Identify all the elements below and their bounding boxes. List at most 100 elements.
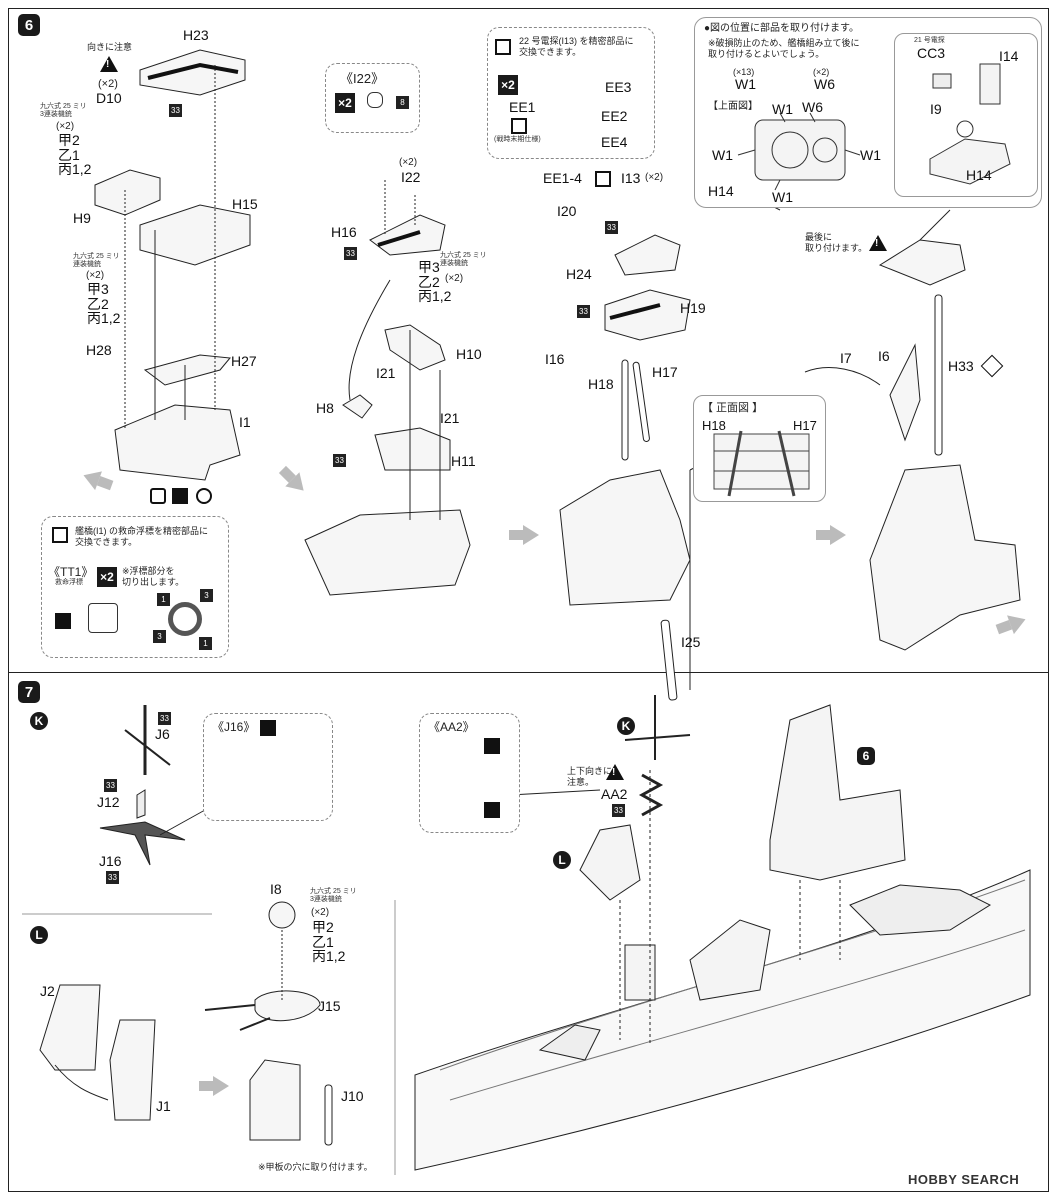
part-w1: W1	[735, 76, 756, 92]
part-j10: J10	[341, 1088, 364, 1104]
w6-qty: (×2)	[813, 67, 830, 77]
part-ee2: EE2	[601, 108, 628, 124]
last-note: 最後に 取り付けます。	[805, 232, 868, 253]
part-h14: H14	[966, 167, 992, 183]
direction-arrow	[509, 525, 539, 545]
part-ee4: EE4	[601, 134, 628, 150]
top-view-w1-a: W1	[772, 101, 793, 117]
h11-part	[374, 427, 451, 471]
part-badge-33: 33	[104, 779, 117, 792]
part-i7: I7	[840, 350, 852, 366]
top-view-h14: H14	[708, 183, 734, 199]
part-h24: H24	[566, 266, 592, 282]
top-view-w1-c: W1	[860, 147, 881, 163]
part-j2: J2	[40, 983, 55, 999]
part-i6: I6	[878, 348, 890, 364]
j1-part	[109, 1019, 156, 1121]
part-j15: J15	[318, 998, 341, 1014]
i8-part	[268, 901, 296, 929]
part-i14: I14	[999, 48, 1019, 64]
part-i25: I25	[681, 634, 701, 650]
part-i22: I22	[401, 169, 421, 185]
part-h17: H17	[652, 364, 678, 380]
part-w6: W6	[814, 76, 835, 92]
part-badge-33: 33	[158, 712, 171, 725]
battleship-hull	[414, 869, 1031, 1171]
photo-etch-icon	[55, 613, 71, 629]
tt1-cut-note: ※浮標部分を 切り出します。	[122, 566, 185, 587]
i22-qty: (×2)	[399, 157, 418, 168]
step7-bridge	[769, 704, 906, 881]
watermark: HOBBY SEARCH	[908, 1172, 1020, 1187]
aa-gun-label-top: 九六式 25 ミリ 3連装機銃	[40, 103, 87, 119]
j2-part	[39, 984, 101, 1071]
part-j16: J16	[99, 853, 122, 869]
part-h28: H28	[86, 342, 112, 358]
h23-part	[139, 49, 246, 96]
part-aa2: AA2	[601, 786, 628, 802]
front-view-h18: H18	[702, 418, 726, 433]
part-h16: H16	[331, 224, 357, 240]
i1-part	[114, 404, 241, 481]
aa-gun-label-l: 九六式 25 ミリ 3連装機銃	[310, 888, 357, 904]
part-badge-33: 33	[169, 104, 182, 117]
aa-gun-label-c: 九六式 25 ミリ 連装機銃	[440, 252, 487, 268]
wartime-note: (戦時末期仕様)	[494, 136, 541, 143]
i22-title: 《I22》	[340, 71, 385, 86]
color-1: 1	[157, 593, 170, 606]
aa-top-parts: 甲2 乙1 丙1,2	[58, 132, 92, 178]
direction-arrow	[816, 525, 846, 545]
part-i9: I9	[930, 101, 942, 117]
h9-part	[94, 169, 161, 216]
part-h19: H19	[680, 300, 706, 316]
part-i21-b: I21	[440, 410, 460, 426]
sub-assembly-k-marker: K	[617, 717, 635, 735]
part-h23: H23	[183, 27, 209, 43]
radar21-label: 21 号電探	[914, 37, 945, 44]
d10-qty: (×2)	[98, 78, 118, 90]
photo-etch-icon	[260, 720, 276, 736]
part-h8: H8	[316, 400, 334, 416]
detail-box-aa2	[419, 713, 520, 833]
aa-gun-label-mid: 九六式 25 ミリ 連装機銃	[73, 253, 120, 269]
upgrade-icon	[595, 171, 611, 187]
h8-part	[342, 394, 373, 419]
qty-x2-badge: ×2	[498, 75, 518, 95]
part-cc3: CC3	[917, 45, 946, 61]
front-view-box	[693, 395, 826, 502]
part-i8: I8	[270, 881, 282, 897]
h17-part	[632, 361, 650, 442]
step6-hull-b	[559, 469, 691, 606]
photo-etch-icon	[172, 488, 188, 504]
part-j12: J12	[97, 794, 120, 810]
lifebuoy-note: 艦橋(I1) の救命浮標を精密部品に 交換できます。	[75, 526, 209, 547]
lifebuoy-ring	[168, 602, 202, 636]
aa-l-qty: (×2)	[311, 907, 330, 918]
direction-note: 向きに注意	[87, 42, 133, 52]
warning-icon	[869, 235, 887, 251]
part-h9: H9	[73, 210, 91, 226]
part-badge-33: 33	[612, 804, 625, 817]
decal-icon	[196, 488, 212, 504]
part-badge-33: 33	[605, 221, 618, 234]
lifebuoy-box	[41, 516, 229, 658]
h33-part	[934, 294, 943, 456]
i22-part-icon	[367, 92, 383, 108]
part-i20: I20	[557, 203, 577, 219]
photo-etch-icon	[484, 738, 500, 754]
sub-assembly-l-marker: L	[553, 851, 571, 869]
tt1-subtitle: 救命浮標	[55, 579, 83, 586]
part-badge-33: 33	[333, 454, 346, 467]
part-h11: H11	[451, 453, 476, 469]
aa-c-qty: (×2)	[445, 273, 464, 284]
front-view-h17: H17	[793, 418, 817, 433]
step6-hull-c	[869, 464, 1021, 651]
color-3: 3	[153, 630, 166, 643]
i6-part	[889, 343, 921, 442]
w1-qty: (×13)	[733, 67, 755, 77]
radar21-inset	[894, 33, 1038, 197]
top-view-title: 【上面図】	[708, 101, 758, 112]
part-ee1: EE1	[509, 99, 536, 115]
